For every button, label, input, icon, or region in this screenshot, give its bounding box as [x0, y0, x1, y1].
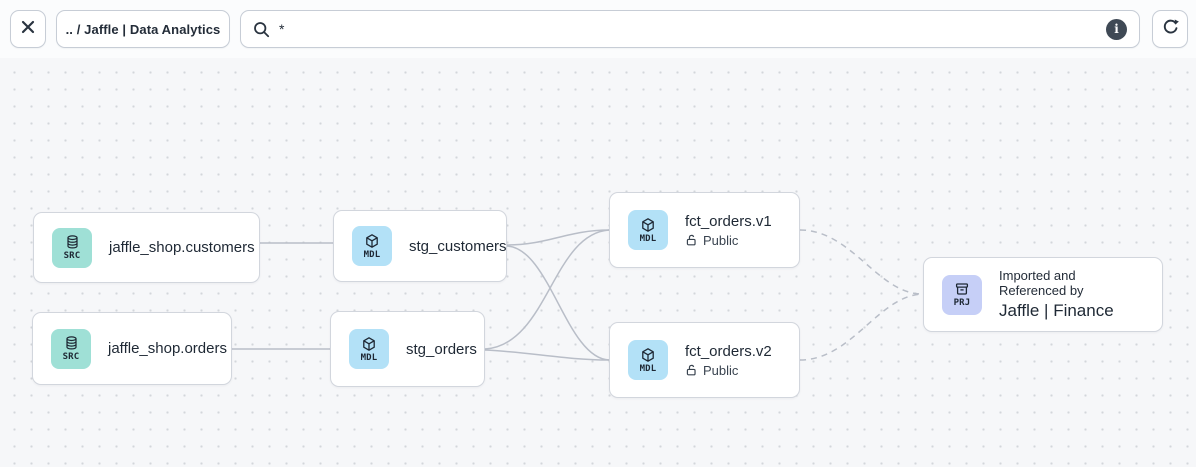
model-badge: MDL — [352, 226, 392, 266]
access-label: Public — [703, 362, 739, 378]
node-label: fct_orders.v1 — [685, 212, 772, 230]
package-icon — [361, 336, 377, 352]
unlock-icon — [685, 233, 698, 247]
badge-label: MDL — [360, 352, 378, 363]
package-icon — [640, 217, 656, 233]
node-model-fct-orders-v1[interactable]: MDL fct_orders.v1 Public — [609, 192, 800, 268]
refresh-button[interactable] — [1152, 10, 1188, 48]
node-src-jaffle-shop-customers[interactable]: SRC jaffle_shop.customers — [33, 212, 260, 283]
node-label: fct_orders.v2 — [685, 342, 772, 360]
access-label: Public — [703, 232, 739, 248]
search-input[interactable] — [279, 21, 1106, 37]
source-badge: SRC — [52, 227, 92, 268]
node-label: stg_orders — [406, 340, 477, 358]
model-badge: MDL — [628, 210, 668, 250]
close-icon — [21, 20, 35, 39]
database-icon — [65, 234, 80, 250]
refresh-icon — [1162, 18, 1179, 40]
close-button[interactable] — [10, 10, 46, 48]
search-icon — [253, 21, 270, 38]
search-bar[interactable]: i — [240, 10, 1140, 48]
node-project-jaffle-finance[interactable]: PRJ Imported and Referenced by Jaffle | … — [923, 257, 1163, 332]
badge-label: MDL — [639, 233, 657, 244]
badge-label: MDL — [363, 249, 381, 260]
source-badge: SRC — [51, 328, 91, 369]
breadcrumb-label: .. / Jaffle | Data Analytics — [65, 21, 221, 37]
badge-label: SRC — [63, 251, 81, 261]
node-label: jaffle_shop.orders — [108, 340, 227, 357]
access-row: Public — [685, 233, 772, 248]
badge-label: PRJ — [953, 298, 971, 308]
badge-label: MDL — [639, 363, 657, 374]
lineage-canvas[interactable] — [0, 58, 1196, 467]
package-icon — [364, 233, 380, 249]
node-label: jaffle_shop.customers — [109, 239, 255, 256]
node-subtitle: Imported and Referenced by — [999, 268, 1084, 298]
info-icon[interactable]: i — [1106, 18, 1127, 40]
node-src-jaffle-shop-orders[interactable]: SRC jaffle_shop.orders — [32, 312, 232, 385]
model-badge: MDL — [349, 329, 389, 369]
node-model-fct-orders-v2[interactable]: MDL fct_orders.v2 Public — [609, 322, 800, 398]
package-icon — [640, 347, 656, 363]
project-badge: PRJ — [942, 274, 982, 315]
archive-icon — [954, 281, 970, 297]
node-label: Jaffle | Finance — [999, 301, 1114, 320]
badge-label: SRC — [62, 352, 80, 362]
node-label: stg_customers — [409, 237, 507, 255]
node-model-stg-customers[interactable]: MDL stg_customers — [333, 210, 507, 282]
model-badge: MDL — [628, 340, 668, 380]
access-row: Public — [685, 363, 772, 378]
node-model-stg-orders[interactable]: MDL stg_orders — [330, 311, 485, 387]
breadcrumb[interactable]: .. / Jaffle | Data Analytics — [56, 10, 230, 48]
database-icon — [64, 335, 79, 351]
unlock-icon — [685, 363, 698, 377]
